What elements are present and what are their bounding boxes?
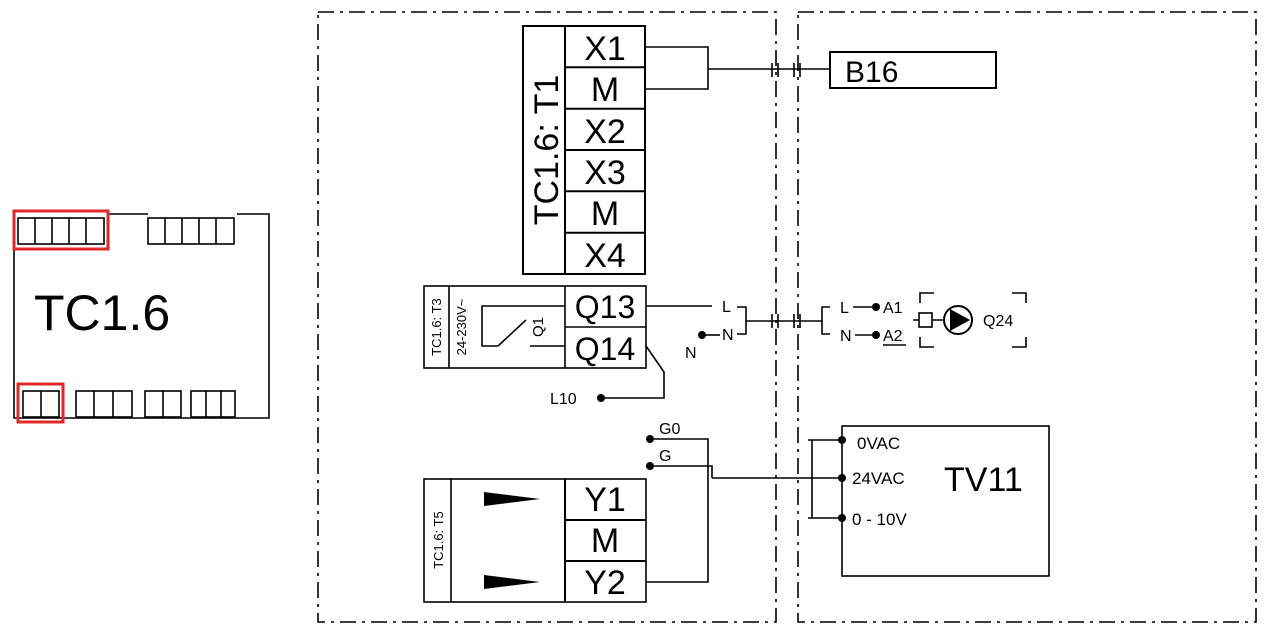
- relay-contact-icon: [497, 319, 527, 347]
- terminal-q13: Q13: [575, 289, 635, 325]
- actuator-tv11-box: [841, 425, 1050, 577]
- block-t3-voltage: 24-230V~: [454, 298, 469, 355]
- block-t5-frame: [423, 478, 647, 603]
- enclosure-field: [797, 11, 1257, 623]
- wire-g-label: G: [659, 448, 671, 465]
- terminal-block-t3: TC1.6: T3 24-230V~ Q1 Q13 Q14: [423, 285, 647, 369]
- relay-wiring: [481, 305, 565, 347]
- terminal-block-t5: TC1.6: T5 Y1 M Y2: [423, 478, 647, 603]
- block-t5-label: TC1.6: T5: [431, 511, 446, 569]
- highlight-t1: [12, 209, 110, 251]
- terminal-0-10v: 0 - 10V: [852, 510, 907, 529]
- terminal-m: M: [591, 71, 619, 109]
- n-supply-dot: [698, 331, 706, 339]
- terminal-block-t1: TC1.6: T1 X1 M X2 X3 M X4: [522, 25, 646, 275]
- l10-wire: [604, 345, 665, 399]
- n-supply-label: N: [685, 345, 697, 362]
- block-t1-label: TC1.6: T1: [528, 75, 566, 226]
- pump-a1-label: A1: [883, 300, 903, 317]
- pump-n-label: N: [840, 328, 852, 345]
- pump-a2-label: A2: [883, 328, 903, 345]
- actuator-tv11: 0VAC 24VAC 0 - 10V TV11: [838, 425, 1050, 577]
- controller-name: TC1.6: [34, 285, 170, 341]
- terminal-m: M: [591, 522, 619, 560]
- highlight-t3: [16, 382, 65, 424]
- pump-l-label: L: [840, 300, 849, 317]
- terminal-0vac: 0VAC: [857, 434, 900, 453]
- relay-coil-icon: [918, 312, 933, 328]
- controller-outline: [13, 213, 270, 419]
- actuator-tv11-label: TV11: [944, 461, 1023, 499]
- l10-label: L10: [550, 391, 577, 408]
- terminal-x2: X2: [584, 113, 626, 151]
- terminal-y2: Y2: [584, 564, 626, 602]
- wire-n-label: N: [722, 327, 734, 344]
- wire-g0-label: G0: [659, 421, 680, 438]
- terminal-24vac: 24VAC: [852, 469, 905, 488]
- terminal-m: M: [591, 195, 619, 233]
- output-y2-arrow-icon: [484, 575, 540, 589]
- terminal-strip-t1: [12, 209, 110, 251]
- pump-q24: L A1 N A2 Q24: [840, 292, 1027, 348]
- terminal-strip-t6: [190, 390, 236, 418]
- terminal-strip-t3: [16, 382, 65, 424]
- wire-l-label: L: [722, 299, 731, 316]
- enclosure-controller: [317, 11, 777, 623]
- sensor-b16-label: B16: [845, 56, 898, 89]
- terminal-x1: X1: [584, 30, 626, 68]
- sensor-b16-box: [829, 51, 997, 89]
- terminal-strip-t2: [147, 217, 235, 245]
- sensor-cable: [645, 46, 830, 90]
- terminal-y1: Y1: [584, 481, 626, 519]
- block-t3-label: TC1.6: T3: [429, 298, 444, 356]
- cable-breaks: [771, 63, 801, 77]
- pump-icon: [943, 305, 973, 335]
- terminal-x3: X3: [584, 154, 626, 192]
- output-y1-arrow-icon: [484, 492, 540, 506]
- terminal-x4: X4: [584, 237, 626, 275]
- pump-cable: [746, 306, 830, 335]
- terminal-strip-t4: [75, 390, 133, 418]
- g0-wire: [646, 438, 709, 583]
- relay-q1-label: Q1: [530, 317, 547, 337]
- terminal-strip-t5: [144, 390, 182, 418]
- controller-overview: TC1.6: [12, 209, 270, 424]
- g-wire: [654, 465, 713, 478]
- terminal-q14: Q14: [575, 331, 635, 367]
- pump-q24-label: Q24: [983, 313, 1013, 330]
